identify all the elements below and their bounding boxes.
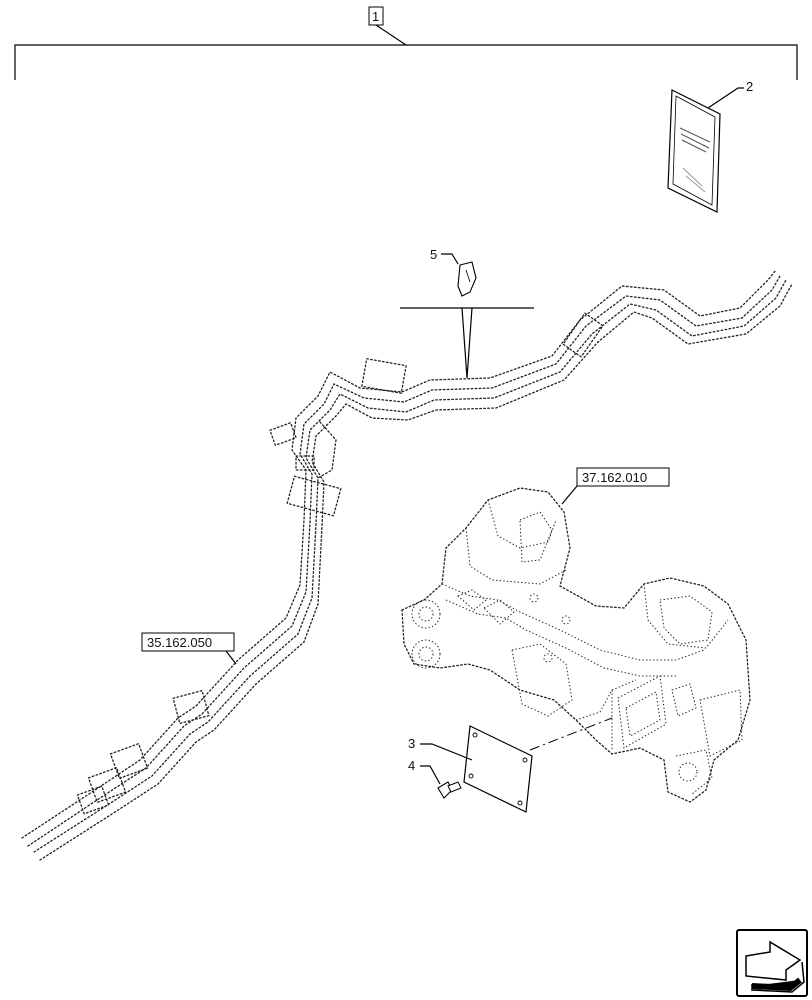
hydraulic-lines — [21, 269, 793, 861]
clip-part: 5 — [400, 247, 534, 379]
callout-4: 4 — [408, 758, 415, 773]
reference-lines[interactable]: 35.162.050 — [141, 632, 237, 665]
instruction-booklet: 2 — [667, 79, 753, 213]
cover-plate: 3 — [408, 725, 533, 813]
callout-2: 2 — [746, 79, 753, 94]
ref-37-162-010[interactable]: 37.162.010 — [582, 470, 647, 485]
reference-axle-support[interactable]: 37.162.010 — [561, 467, 670, 505]
axle-support-casting — [401, 487, 751, 803]
callout-5: 5 — [430, 247, 437, 262]
assembly-bracket: 1 — [14, 6, 798, 80]
bolt-part: 4 — [408, 758, 462, 799]
assembly-label: 1 — [372, 9, 379, 24]
ref-35-162-050[interactable]: 35.162.050 — [147, 635, 212, 650]
arrow-next-page-icon[interactable] — [736, 929, 808, 997]
callout-3: 3 — [408, 736, 415, 751]
